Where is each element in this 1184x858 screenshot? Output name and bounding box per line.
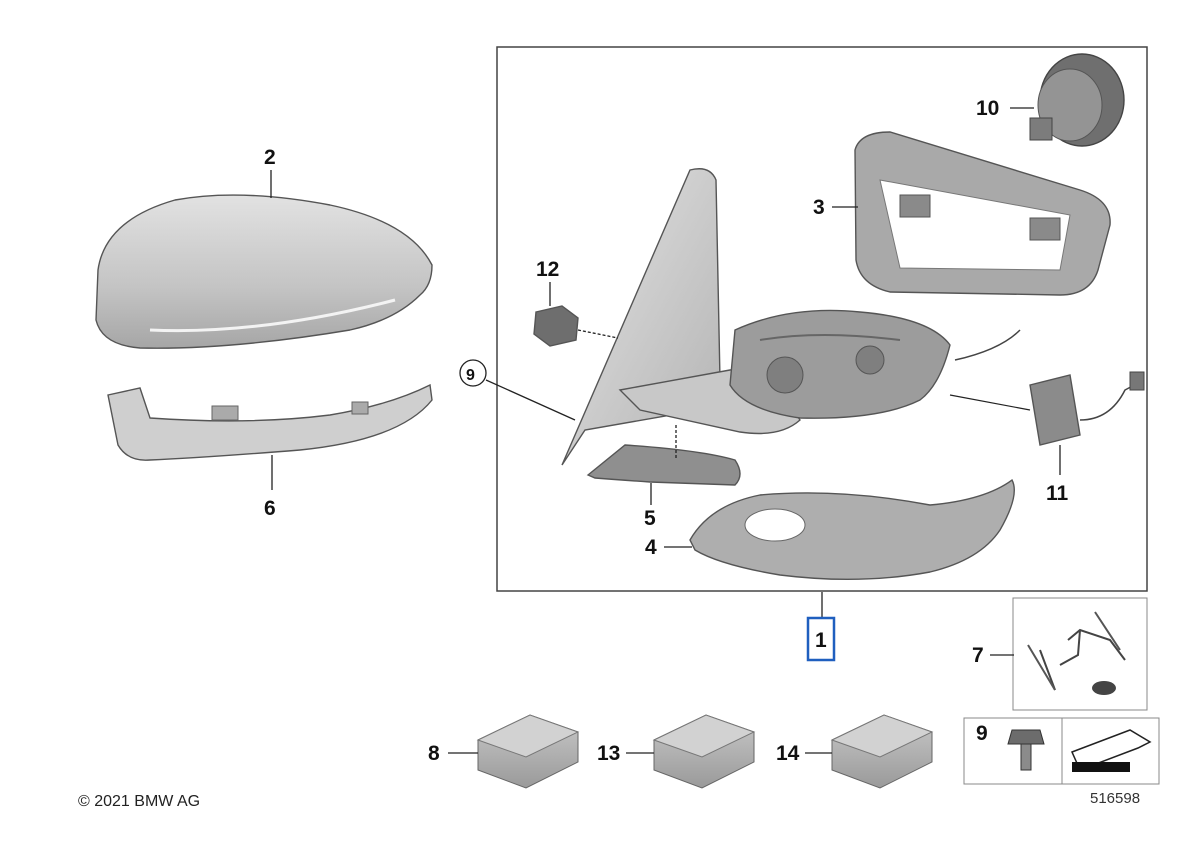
turn-signal-part [107,383,433,461]
bottom-shell-part [689,478,1015,581]
mirror-housing-frame [729,309,951,419]
label-part-2: 2 [264,146,276,169]
box-part-13 [652,714,756,789]
label-part-10: 10 [976,97,999,120]
lower-cover-part [586,444,741,486]
label-part-4: 4 [645,536,657,559]
label-part-12: 12 [536,258,559,281]
label-part-8: 8 [428,742,440,765]
box-part-8 [476,714,580,789]
copyright-text: © 2021 BMW AG [78,793,200,810]
leader-line-12b [577,329,619,339]
label-part-9-box: 9 [976,722,988,745]
label-part-5: 5 [644,507,656,530]
label-part-9-circle: 9 [466,367,475,384]
label-part-14: 14 [776,742,800,765]
connector-part [533,305,579,347]
label-part-7: 7 [972,644,984,667]
box-part-14 [830,714,934,789]
motor-part [1029,53,1125,147]
control-unit-part [949,329,1145,446]
diagram-number: 516598 [1090,790,1140,807]
assembly-frame [496,46,1148,592]
label-part-13: 13 [597,742,620,765]
bracket-kit-part [1027,611,1126,695]
direction-arrow-icon [1070,729,1152,772]
glass-frame-part [854,131,1111,296]
mirror-base-part [561,168,801,466]
label-part-6: 6 [264,497,276,520]
bracket-kit-frame [1012,597,1148,711]
label-part-3: 3 [813,196,825,219]
label-part-1[interactable]: 1 [815,629,827,652]
highlight-box-1[interactable] [806,616,836,662]
callout-circle-9 [459,359,487,387]
screw-part [1007,729,1045,771]
mirror-cap-part [95,194,433,349]
label-part-11: 11 [1046,482,1069,505]
leader-line-9 [485,379,576,421]
